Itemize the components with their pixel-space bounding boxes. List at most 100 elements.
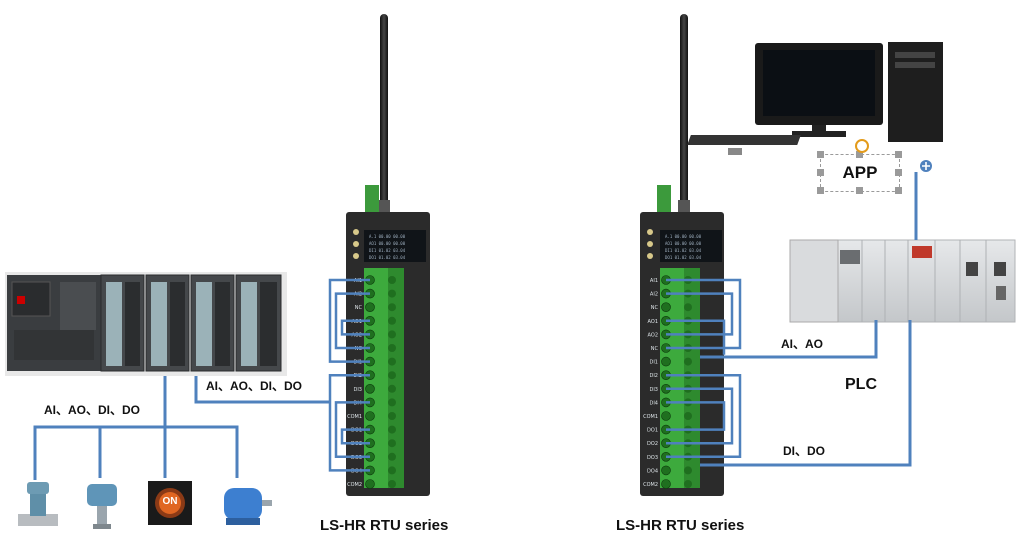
di-do-label: DI、DO	[783, 444, 826, 458]
terminal-label: DI3	[649, 387, 658, 393]
on-switch-icon: ON	[148, 481, 192, 525]
plc-label: PLC	[845, 376, 877, 393]
resize-handle[interactable]	[817, 151, 824, 158]
signal-wire	[666, 373, 742, 459]
terminal-label: COM2	[347, 482, 362, 488]
resize-handle[interactable]	[895, 187, 902, 194]
terminal-label: AI1	[650, 278, 658, 284]
app-label-box[interactable]: APP	[817, 139, 902, 194]
terminal-label: NC	[651, 346, 659, 352]
terminal-screw	[661, 465, 671, 476]
resize-handle[interactable]	[856, 187, 863, 194]
computer-icon	[687, 42, 943, 155]
pressure-transmitter-icon	[85, 480, 119, 530]
flow-meter-icon	[18, 480, 58, 530]
terminal-screw	[365, 302, 375, 313]
left-plc-rack	[5, 272, 287, 376]
right-rtu-caption: LS-HR RTU series	[616, 517, 745, 534]
terminal-label: COM1	[347, 414, 362, 420]
terminal-screw	[388, 357, 396, 366]
terminal-label: AO1	[648, 319, 658, 325]
screen-line: A.1 00.00 00.00	[665, 234, 702, 239]
terminal-label: COM1	[643, 414, 658, 420]
terminal-label: DI4	[649, 400, 658, 406]
resize-handle[interactable]	[856, 151, 863, 158]
terminal-screw	[388, 276, 396, 284]
terminal-label: AO2	[648, 332, 658, 338]
electric-motor-icon	[218, 482, 274, 528]
terminal-screw	[684, 412, 692, 420]
terminal-screw	[365, 383, 375, 394]
terminal-screw	[684, 357, 692, 366]
rotate-handle-icon[interactable]	[855, 139, 869, 153]
terminal-label: DI3	[353, 387, 362, 393]
signal-wire	[666, 292, 734, 336]
on-switch-label: ON	[162, 496, 178, 507]
terminal-screw	[661, 302, 671, 313]
terminal-screw	[388, 480, 396, 488]
app-label: APP	[842, 163, 878, 182]
rtu-signals-label: AI、AO、DI、DO	[206, 379, 303, 393]
screen-line: DI1 01.02 03.04	[369, 248, 406, 253]
terminal-screw	[388, 344, 396, 352]
signal-wire	[334, 401, 370, 459]
signal-wire	[666, 401, 726, 431]
terminal-screw	[388, 384, 396, 393]
terminal-label: COM2	[643, 482, 658, 488]
signal-wire	[328, 373, 370, 472]
right-wires	[700, 172, 918, 467]
resize-handle[interactable]	[817, 169, 824, 176]
terminal-screw	[388, 412, 396, 420]
screen-line: DO1 01.02 03.04	[369, 255, 406, 260]
terminal-screw	[388, 316, 396, 325]
resize-handle[interactable]	[817, 187, 824, 194]
signal-wire	[666, 319, 726, 355]
terminal-label: DO1	[647, 428, 658, 434]
terminal-screw	[365, 479, 375, 489]
terminal-label: DO4	[647, 468, 658, 474]
screen-line: DI1 01.02 03.04	[665, 248, 702, 253]
terminal-screw	[388, 303, 396, 312]
signal-wire	[328, 278, 370, 363]
terminal-screw	[388, 398, 396, 407]
left-rtu-caption: LS-HR RTU series	[320, 517, 449, 534]
signal-wire	[666, 278, 742, 350]
terminal-label: DI1	[649, 360, 658, 366]
terminal-screw	[684, 303, 692, 312]
ai-ao-label: AI、AO	[781, 337, 824, 351]
left-rtu-screen: A.1 00.00 00.00 AO1 00.00 00.00 DI1 01.0…	[369, 233, 425, 261]
terminal-screw	[661, 356, 671, 367]
terminal-label: DO3	[647, 455, 658, 461]
signal-wire	[340, 319, 370, 336]
signal-wire	[334, 292, 370, 350]
field-signals-label: AI、AO、DI、DO	[44, 403, 141, 417]
terminal-label: AI2	[650, 292, 658, 298]
signal-wire	[340, 428, 370, 445]
terminal-screw	[388, 452, 396, 461]
resize-handle[interactable]	[895, 169, 902, 176]
terminal-screw	[684, 480, 692, 488]
screen-line: A.1 00.00 00.00	[369, 234, 406, 239]
screen-line: AO1 00.00 00.00	[665, 241, 702, 246]
terminal-screw	[388, 439, 396, 448]
terminal-screw	[661, 479, 671, 489]
terminal-screw	[388, 289, 396, 298]
terminal-screw	[365, 411, 375, 421]
terminal-screw	[388, 425, 396, 434]
terminal-screw	[388, 466, 396, 475]
terminal-label: NC	[355, 305, 363, 311]
terminal-screw	[388, 330, 396, 339]
terminal-screw	[388, 371, 396, 380]
screen-line: DO1 01.02 03.04	[665, 255, 702, 260]
signal-wire	[666, 387, 734, 445]
terminal-label: NC	[651, 305, 659, 311]
resize-handle[interactable]	[895, 151, 902, 158]
terminal-label: DI2	[649, 373, 658, 379]
right-plc-rack	[789, 239, 1016, 323]
screen-line: AO1 00.00 00.00	[369, 241, 406, 246]
right-rtu-screen: A.1 00.00 00.00 AO1 00.00 00.00 DI1 01.0…	[665, 233, 721, 261]
terminal-screw	[684, 466, 692, 475]
terminal-label: DO2	[647, 441, 658, 447]
